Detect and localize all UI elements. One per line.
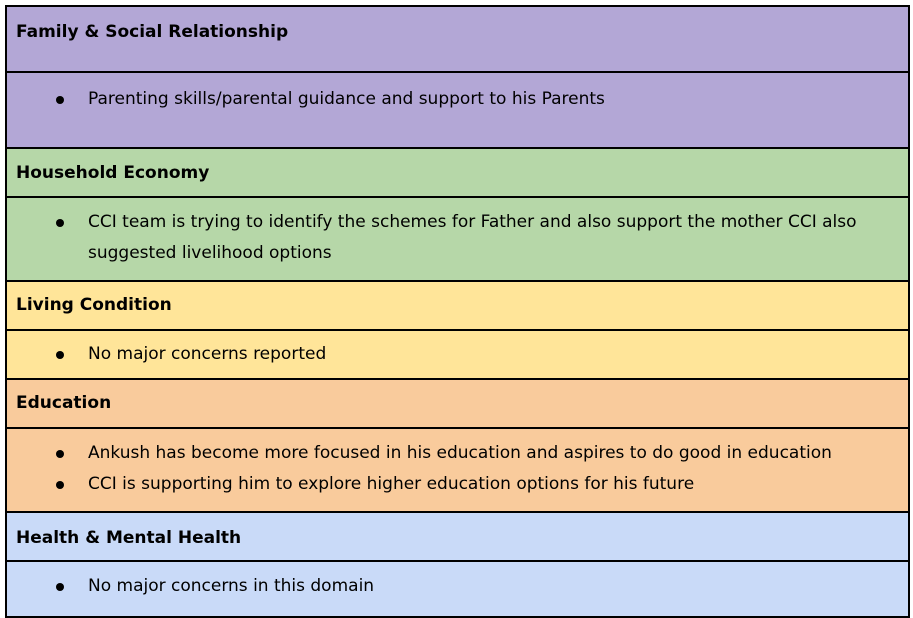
list-item: No major concerns in this domain — [16, 571, 899, 602]
section-family-body-row: Parenting skills/parental guidance and s… — [5, 71, 910, 149]
list-item: CCI team is trying to identify the schem… — [16, 207, 899, 269]
bullet-list: Ankush has become more focused in his ed… — [16, 438, 899, 500]
section-household-heading-row: Household Economy — [5, 147, 910, 198]
section-family-heading-row: Family & Social Relationship — [5, 5, 910, 73]
section-living-body-row: No major concerns reported — [5, 329, 910, 380]
list-item-text: CCI team is trying to identify the schem… — [88, 212, 857, 263]
section-heading-cell: Health & Mental Health — [5, 511, 910, 562]
section-heading: Family & Social Relationship — [16, 22, 289, 42]
section-living-heading-row: Living Condition — [5, 280, 910, 331]
section-body-cell: CCI team is trying to identify the schem… — [5, 196, 910, 282]
list-item-text: Parenting skills/parental guidance and s… — [88, 89, 605, 109]
bullet-icon — [56, 351, 64, 359]
section-heading: Living Condition — [16, 295, 172, 315]
status-table: Family & Social Relationship Parenting s… — [5, 5, 910, 618]
section-heading: Health & Mental Health — [16, 528, 242, 548]
list-item: CCI is supporting him to explore higher … — [16, 469, 899, 500]
list-item-text: No major concerns in this domain — [88, 576, 375, 596]
bullet-icon — [56, 96, 64, 104]
bullet-icon — [56, 219, 64, 227]
list-item-text: CCI is supporting him to explore higher … — [88, 474, 695, 494]
section-heading-cell: Education — [5, 378, 910, 429]
bullet-list: CCI team is trying to identify the schem… — [16, 207, 899, 269]
section-heading-cell: Household Economy — [5, 147, 910, 198]
section-heading-cell: Family & Social Relationship — [5, 5, 910, 73]
list-item-text: No major concerns reported — [88, 344, 327, 364]
bullet-list: No major concerns reported — [16, 339, 899, 370]
list-item: No major concerns reported — [16, 339, 899, 370]
section-body-cell: No major concerns in this domain — [5, 560, 910, 618]
bullet-icon — [56, 450, 64, 458]
list-item: Parenting skills/parental guidance and s… — [16, 84, 899, 115]
list-item-text: Ankush has become more focused in his ed… — [88, 443, 832, 463]
section-health-body-row: No major concerns in this domain — [5, 560, 910, 618]
bullet-list: No major concerns in this domain — [16, 571, 899, 602]
bullet-icon — [56, 583, 64, 591]
section-heading: Household Economy — [16, 163, 210, 183]
bullet-icon — [56, 481, 64, 489]
section-heading: Education — [16, 393, 112, 413]
section-education-heading-row: Education — [5, 378, 910, 429]
section-body-cell: Parenting skills/parental guidance and s… — [5, 71, 910, 149]
section-heading-cell: Living Condition — [5, 280, 910, 331]
section-body-cell: Ankush has become more focused in his ed… — [5, 427, 910, 513]
bullet-list: Parenting skills/parental guidance and s… — [16, 84, 899, 115]
section-health-heading-row: Health & Mental Health — [5, 511, 910, 562]
list-item: Ankush has become more focused in his ed… — [16, 438, 899, 469]
section-education-body-row: Ankush has become more focused in his ed… — [5, 427, 910, 513]
section-household-body-row: CCI team is trying to identify the schem… — [5, 196, 910, 282]
section-body-cell: No major concerns reported — [5, 329, 910, 380]
